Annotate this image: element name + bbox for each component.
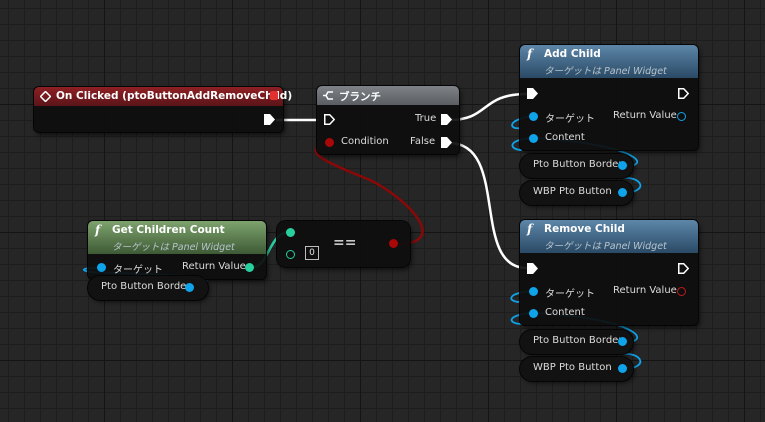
add-child-subtitle: ターゲットは Panel Widget: [544, 66, 667, 77]
variable-out-pin[interactable]: [185, 283, 194, 292]
add-child-target-pin[interactable]: [529, 112, 538, 121]
add-child-exec-out-pin[interactable]: [678, 88, 689, 99]
remove-child-return-pin[interactable]: [677, 287, 686, 296]
add-child-target-label: ターゲット: [545, 114, 595, 125]
bool-wire-equals-condition: [314, 141, 424, 246]
variable-label: WBP Pto Button: [533, 362, 612, 373]
remove-child-target-pin[interactable]: [529, 287, 538, 296]
branch-false-out-pin[interactable]: [441, 137, 452, 148]
get-children-target-pin[interactable]: [97, 263, 106, 272]
equals-input-a-pin[interactable]: [286, 228, 295, 237]
variable-out-pin[interactable]: [618, 337, 627, 346]
remove-child-content-label: Content: [545, 307, 585, 318]
event-diamond-icon: [40, 91, 51, 102]
variable-wbp-pto-button-remove[interactable]: WBP Pto Button: [520, 357, 633, 381]
remove-child-title: Remove Child: [544, 223, 625, 235]
remove-child-node[interactable]: f Remove Child ターゲットは Panel Widget ターゲット…: [520, 220, 698, 325]
equals-default-value-field[interactable]: 0: [305, 246, 319, 260]
remove-child-target-label: ターゲット: [545, 289, 595, 300]
branch-true-out-pin[interactable]: [441, 114, 452, 125]
get-children-count-subtitle: ターゲットは Panel Widget: [112, 242, 235, 253]
add-child-content-label: Content: [545, 132, 585, 143]
branch-node[interactable]: ブランチ True Condition False: [317, 86, 459, 154]
event-node-on-clicked[interactable]: On Clicked (ptoButtonAddRemoveChild): [34, 87, 292, 132]
remove-child-header: f Remove Child ターゲットは Panel Widget: [520, 220, 698, 253]
branch-node-header: ブランチ: [317, 86, 459, 105]
add-child-node[interactable]: f Add Child ターゲットは Panel Widget ターゲット Re…: [520, 45, 698, 150]
function-icon: f: [95, 223, 101, 237]
equals-node[interactable]: 0 ==: [277, 221, 410, 267]
exec-wire-true-addchild: [448, 92, 528, 122]
variable-out-pin[interactable]: [618, 188, 627, 197]
equals-return-pin[interactable]: [389, 239, 398, 248]
branch-exec-in-pin[interactable]: [324, 114, 335, 125]
equals-operator-label: ==: [333, 235, 357, 251]
branch-condition-pin[interactable]: [325, 138, 334, 147]
get-children-count-title: Get Children Count: [112, 224, 225, 236]
remove-child-exec-in-pin[interactable]: [527, 263, 538, 274]
branch-condition-label: Condition: [341, 136, 389, 147]
variable-label: WBP Pto Button: [533, 186, 612, 197]
add-child-exec-in-pin[interactable]: [527, 88, 538, 99]
branch-true-label: True: [415, 113, 437, 124]
remove-child-exec-out-pin[interactable]: [678, 263, 689, 274]
event-exec-out-pin[interactable]: [264, 114, 275, 125]
remove-child-subtitle: ターゲットは Panel Widget: [544, 241, 667, 252]
exec-wire-false-removechild: [448, 141, 528, 270]
add-child-content-pin[interactable]: [529, 134, 538, 143]
variable-out-pin[interactable]: [618, 364, 627, 373]
get-children-count-header: f Get Children Count ターゲットは Panel Widget: [88, 221, 266, 254]
variable-label: Pto Button Border: [533, 335, 623, 346]
remove-child-return-label: Return Value: [613, 285, 677, 296]
variable-wbp-pto-button-add[interactable]: WBP Pto Button: [520, 181, 633, 205]
get-children-count-node[interactable]: f Get Children Count ターゲットは Panel Widget…: [88, 221, 266, 279]
function-icon: f: [527, 47, 533, 61]
branch-icon: [323, 91, 333, 100]
event-node-title: On Clicked (ptoButtonAddRemoveChild): [56, 90, 293, 102]
variable-pto-button-border-remove[interactable]: Pto Button Border: [520, 330, 633, 354]
get-children-target-label: ターゲット: [113, 265, 163, 276]
branch-false-label: False: [410, 136, 436, 147]
event-node-header: On Clicked (ptoButtonAddRemoveChild): [34, 87, 292, 106]
variable-pto-button-border-add[interactable]: Pto Button Border: [520, 154, 633, 178]
get-children-return-label: Return Value: [182, 261, 246, 272]
variable-label: Pto Button Border: [533, 159, 623, 170]
add-child-title: Add Child: [544, 48, 601, 60]
equals-input-b-pin[interactable]: [286, 250, 295, 259]
variable-out-pin[interactable]: [618, 161, 627, 170]
function-icon: f: [527, 222, 533, 236]
delegate-pin-icon[interactable]: [270, 91, 278, 100]
get-children-return-pin[interactable]: [245, 263, 254, 272]
variable-label: Pto Button Border: [101, 281, 191, 292]
add-child-return-label: Return Value: [613, 110, 677, 121]
add-child-return-pin[interactable]: [677, 112, 686, 121]
variable-pto-button-border-count[interactable]: Pto Button Border: [88, 276, 208, 300]
branch-node-title: ブランチ: [339, 91, 381, 103]
add-child-header: f Add Child ターゲットは Panel Widget: [520, 45, 698, 78]
remove-child-content-pin[interactable]: [529, 309, 538, 318]
